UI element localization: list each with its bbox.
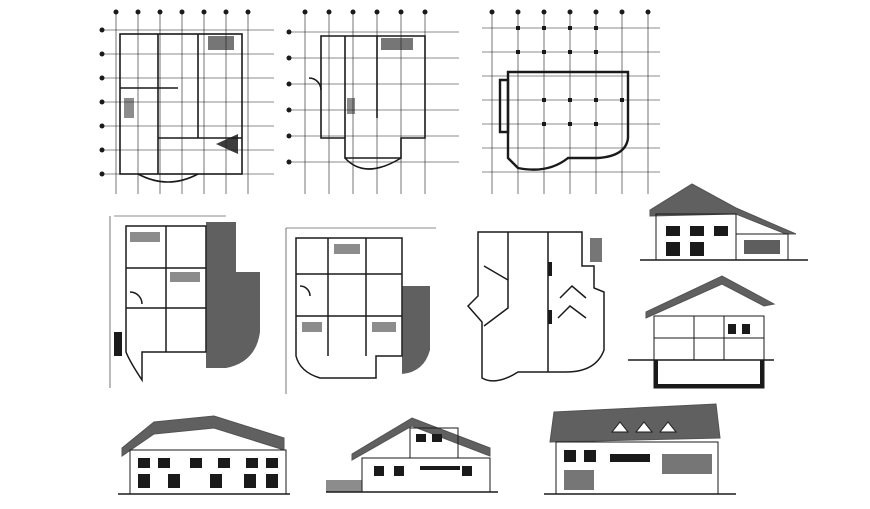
roof-plan	[466, 231, 605, 382]
floor-plan-ground	[99, 9, 274, 194]
elevation-front	[118, 415, 290, 495]
column-grid-plan	[482, 9, 660, 194]
floor-plan-first	[286, 9, 459, 194]
elevation-side	[326, 417, 498, 493]
elevation-front-small	[640, 183, 808, 261]
elevation-rear	[544, 403, 736, 495]
floor-plan-roof-tiles	[109, 215, 260, 388]
floor-plan-upper	[285, 227, 436, 394]
building-section	[628, 275, 776, 389]
